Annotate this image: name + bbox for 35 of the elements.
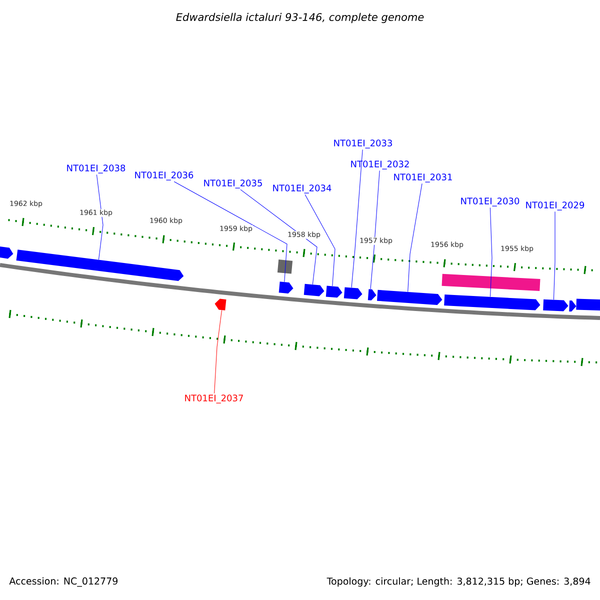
gene-label: NT01EI_2035 [204,180,262,188]
leader-line [304,194,336,286]
gene-label: NT01EI_2038 [67,164,126,174]
gene-label: NT01EI_2037 [185,394,243,404]
feature-box [277,260,293,274]
gene-block [16,250,184,281]
accession-text: Accession: NC_012779 [9,577,118,587]
leader-line [240,189,318,285]
leader-line [214,310,222,394]
gene-label: NT01EI_2034 [273,184,332,194]
gene-label: NT01EI_2032 [351,160,409,170]
gene-block [0,246,14,259]
gene-block [368,289,376,300]
leader-line [408,183,422,292]
gene-label: NT01EI_2033 [334,140,392,148]
gene-label: NT01EI_2031 [394,174,452,182]
leader-line [370,170,380,290]
gene-block [569,300,576,312]
gene-block [304,284,324,296]
leader-line [553,211,556,300]
genome-summary: Topology: circular; Length: 3,812,315 bp; Genes: 3,894 [326,577,590,587]
leader-line [351,149,363,288]
gene-label: NT01EI_2030 [461,198,520,206]
title: Edwardsiella ictaluri 93-146, complete genome [176,12,424,24]
gene-block [344,287,362,300]
feature-bar [442,274,540,291]
leader-line [96,174,104,260]
gene-block [444,294,540,310]
gene-label: NT01EI_2036 [135,172,194,180]
gene-block [278,282,294,294]
gene-label: NT01EI_2029 [526,202,584,210]
gene-block [214,298,226,310]
leader-line [174,181,288,282]
gene-block [326,286,342,298]
leader-line [490,207,492,297]
